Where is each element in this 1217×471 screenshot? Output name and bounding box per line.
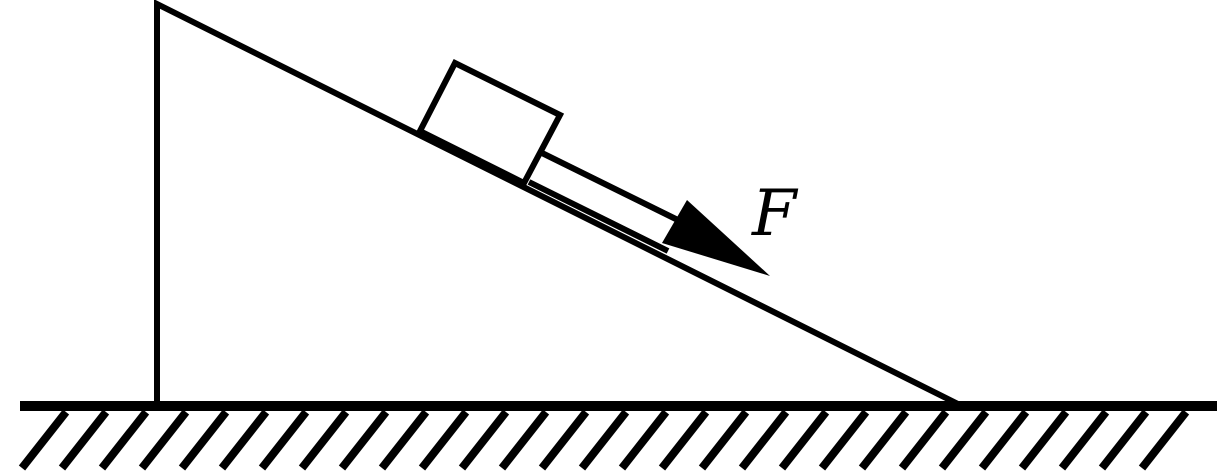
hatch-mark [338, 409, 390, 471]
hatch-mark [618, 409, 670, 471]
force-arrow-head [662, 200, 770, 276]
hatch-mark [178, 409, 230, 471]
hatch-mark [218, 409, 270, 471]
hatch-mark [578, 409, 630, 471]
hatch-mark [698, 409, 750, 471]
hatch-mark [898, 409, 950, 471]
hatch-mark [458, 409, 510, 471]
ground-hatching [18, 409, 1190, 471]
force-arrow-shaft-lower [527, 179, 670, 254]
hatch-mark [538, 409, 590, 471]
hatch-mark [418, 409, 470, 471]
force-label: F [751, 177, 799, 251]
incline-wedge [154, 0, 964, 409]
hatch-mark [18, 409, 70, 471]
hatch-mark [778, 409, 830, 471]
hatch-mark [58, 409, 110, 471]
hatch-mark [1098, 409, 1150, 471]
hatch-mark [858, 409, 910, 471]
hatch-mark [1018, 409, 1070, 471]
hatch-mark [978, 409, 1030, 471]
hatch-mark [1138, 409, 1190, 471]
hatch-mark [938, 409, 990, 471]
block [415, 59, 565, 187]
hatch-mark [298, 409, 350, 471]
force-arrow-shaft-upper [540, 150, 692, 229]
hatch-mark [738, 409, 790, 471]
hatch-mark [138, 409, 190, 471]
hatch-mark [818, 409, 870, 471]
hatch-mark [98, 409, 150, 471]
hatch-mark [1058, 409, 1110, 471]
hatch-mark [658, 409, 710, 471]
hatch-mark [258, 409, 310, 471]
hatch-mark [498, 409, 550, 471]
hatch-mark [378, 409, 430, 471]
